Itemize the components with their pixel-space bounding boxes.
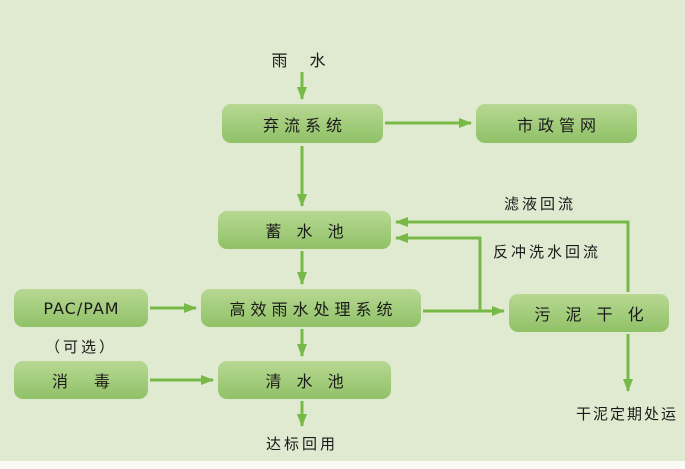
reuse-label: 达标回用 (265, 435, 338, 453)
node-municipal-network: 市政管网 (476, 104, 637, 143)
node-storage-tank: 蓄 水 池 (218, 211, 391, 249)
node-treatment-system: 高效雨水处理系统 (201, 289, 421, 327)
optional-note-label: （可选） (44, 338, 117, 356)
backwash-return-label: 反冲洗水回流 (492, 243, 601, 261)
arrow-filtrate-return-to-storage (395, 217, 630, 292)
node-diversion-system: 弃流系统 (222, 104, 383, 143)
filtrate-return-label: 滤液回流 (503, 195, 576, 213)
node-clean-water-tank: 清 水 池 (218, 361, 391, 399)
arrow-backwash-return-to-storage (395, 233, 482, 310)
node-disinfection: 消 毒 (14, 361, 148, 399)
node-pac-pam: PAC/PAM (14, 289, 148, 327)
rain-water-label: 雨 水 (271, 51, 329, 70)
dry-mud-disposal-label: 干泥定期处运 (575, 405, 678, 423)
bottom-edge (0, 461, 685, 469)
node-sludge-drying: 污 泥 干 化 (509, 294, 669, 332)
